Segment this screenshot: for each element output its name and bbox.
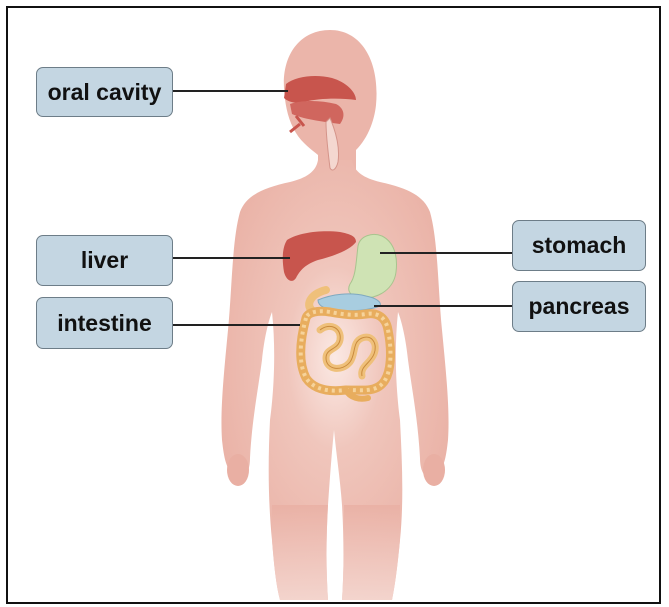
label-liver: liver bbox=[36, 235, 173, 286]
label-stomach-text: stomach bbox=[532, 232, 627, 259]
label-intestine-text: intestine bbox=[57, 310, 152, 337]
label-intestine: intestine bbox=[36, 297, 173, 349]
label-pancreas-text: pancreas bbox=[528, 293, 629, 320]
label-pancreas: pancreas bbox=[512, 281, 646, 332]
label-liver-text: liver bbox=[81, 247, 128, 274]
label-oral-cavity-text: oral cavity bbox=[48, 79, 162, 106]
right-hand bbox=[423, 454, 445, 486]
label-oral-cavity: oral cavity bbox=[36, 67, 173, 117]
left-hand bbox=[227, 454, 249, 486]
label-stomach: stomach bbox=[512, 220, 646, 271]
